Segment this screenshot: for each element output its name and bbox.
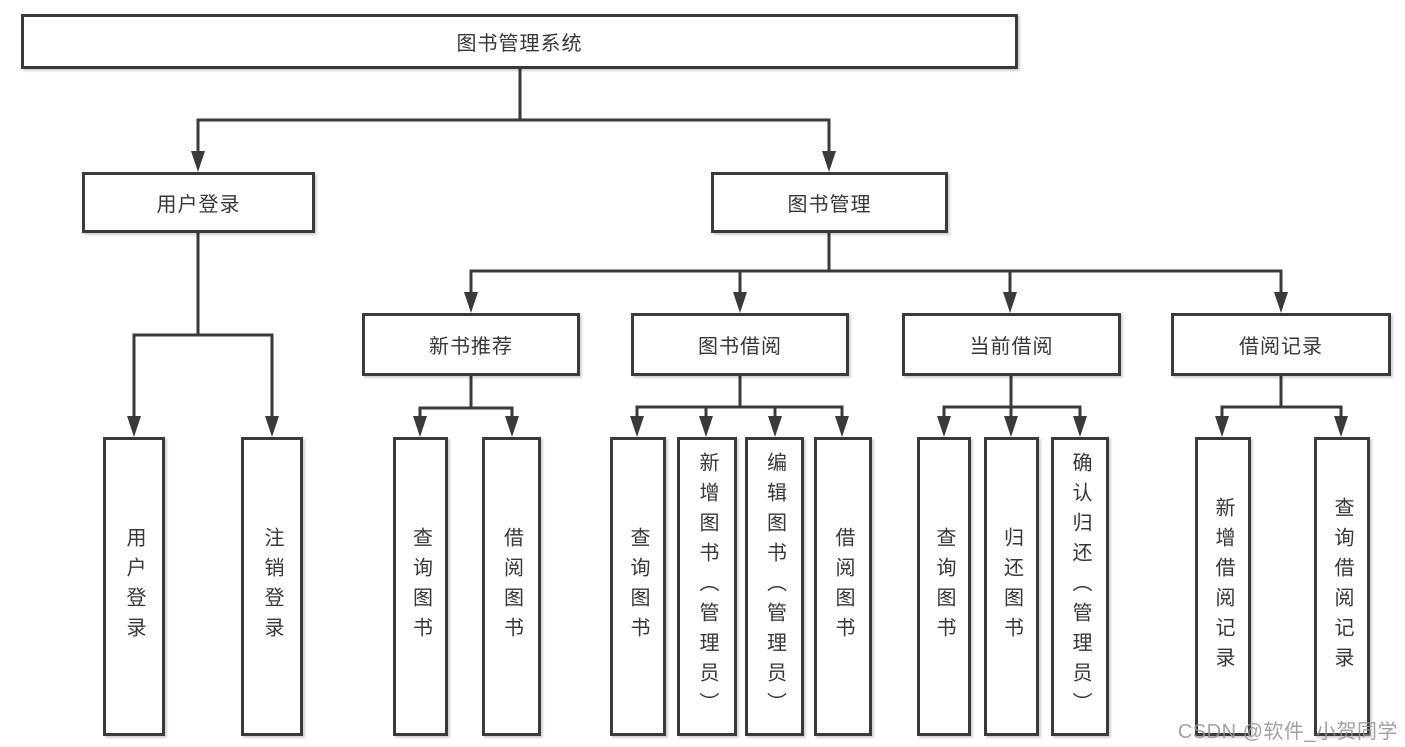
- node-leaf-add-book-admin: 新增图书（管理员）: [677, 437, 737, 736]
- node-leaf-user-login: 用户登录: [103, 437, 165, 736]
- node-current-borrowing: 当前借阅: [902, 313, 1121, 376]
- node-label: 借阅图书: [832, 526, 854, 647]
- watermark-text: CSDN @软件_小贺同学: [1177, 721, 1398, 743]
- node-label: 图书管理: [787, 194, 872, 216]
- node-book-borrowing: 图书借阅: [631, 313, 849, 376]
- node-label: 新增图书（管理员）: [696, 451, 718, 722]
- node-leaf-query-book-3: 查询图书: [917, 437, 971, 736]
- node-label: 查询图书: [627, 526, 649, 647]
- node-leaf-logout: 注销登录: [241, 437, 303, 736]
- node-borrow-records: 借阅记录: [1171, 313, 1391, 376]
- node-new-book-recommend: 新书推荐: [362, 313, 580, 376]
- node-label: 借阅记录: [1239, 336, 1323, 358]
- node-leaf-query-book-1: 查询图书: [393, 437, 448, 736]
- node-label: 查询图书: [409, 526, 432, 647]
- node-label: 用户登录: [123, 526, 145, 647]
- node-leaf-query-book-2: 查询图书: [610, 437, 666, 736]
- node-leaf-borrow-book-2: 借阅图书: [814, 437, 872, 736]
- node-label: 归还图书: [1000, 526, 1023, 647]
- node-leaf-return-book: 归还图书: [984, 437, 1039, 736]
- node-label: 图书管理系统: [456, 33, 583, 55]
- node-label: 查询图书: [933, 526, 955, 647]
- node-label: 新增借阅记录: [1212, 496, 1234, 677]
- node-label: 借阅图书: [500, 526, 523, 647]
- node-leaf-add-borrow-record: 新增借阅记录: [1195, 437, 1251, 736]
- node-book-management-module: 图书管理: [711, 172, 948, 233]
- node-leaf-query-borrow-record: 查询借阅记录: [1314, 437, 1370, 736]
- node-label: 图书借阅: [698, 336, 782, 358]
- node-leaf-confirm-return-admin: 确认归还（管理员）: [1051, 437, 1109, 736]
- node-label: 编辑图书（管理员）: [763, 451, 786, 722]
- node-label: 查询借阅记录: [1331, 496, 1353, 677]
- node-label: 确认归还（管理员）: [1069, 451, 1091, 722]
- arrowheads: [127, 151, 1348, 437]
- node-user-login-module: 用户登录: [82, 172, 315, 233]
- node-leaf-edit-book-admin: 编辑图书（管理员）: [745, 437, 804, 736]
- node-label: 注销登录: [261, 526, 283, 647]
- node-root-system: 图书管理系统: [21, 14, 1018, 69]
- node-label: 当前借阅: [969, 336, 1054, 358]
- node-leaf-borrow-book-1: 借阅图书: [482, 437, 541, 736]
- node-label: 用户登录: [156, 194, 241, 216]
- node-label: 新书推荐: [429, 336, 513, 358]
